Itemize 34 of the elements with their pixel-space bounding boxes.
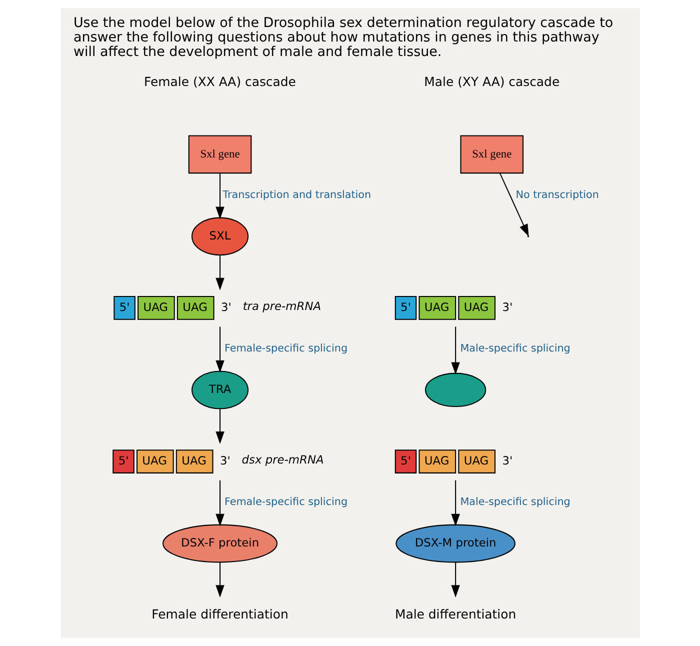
node-label: 3' [502,453,512,468]
node-text: Male differentiation [394,606,516,622]
node-text: Female differentiation [151,606,288,622]
node-label: tra pre-mRNA [242,298,321,313]
node-ellipse [424,372,486,408]
node-ellipse: SXL [190,217,248,256]
arrow [498,172,528,237]
arrow [215,562,224,598]
node-ellipse: DSX-F protein [162,524,278,563]
edge-label: Female-specific splicing [224,496,348,508]
arrow [215,480,224,526]
label: Male (XY AA) cascade [424,74,560,90]
edge-label: No transcription [515,188,598,201]
node-ellipse: TRA [190,370,248,410]
node-box: Sxl gene [460,135,524,174]
node-label: 3' [220,453,230,468]
node-label: 3' [502,300,512,314]
arrow [215,408,224,444]
node-label: dsx pre-mRNA [241,452,324,466]
node-ellipse: DSX-M protein [395,524,515,563]
edge-label: Transcription and translation [222,188,371,201]
diagram-title: Use the model below of the Drosophila sex determination regulatory cascade to answer the following questions about how mutations in genes in this pathway will affect the development of male and female tissue. [72,15,613,60]
arrow [450,480,460,526]
arrow [215,255,224,290]
arrow [450,326,460,375]
arrow [215,173,224,220]
arrow [215,326,224,373]
edge-label: Female-specific splicing [224,342,348,355]
node-label: 3' [220,300,231,314]
label: Female (XX AA) cascade [144,74,296,90]
arrow [450,562,460,598]
edge-label: Male-specific splicing [460,496,570,508]
node-box: Sxl gene [188,135,252,174]
edge-label: Male-specific splicing [460,342,570,355]
